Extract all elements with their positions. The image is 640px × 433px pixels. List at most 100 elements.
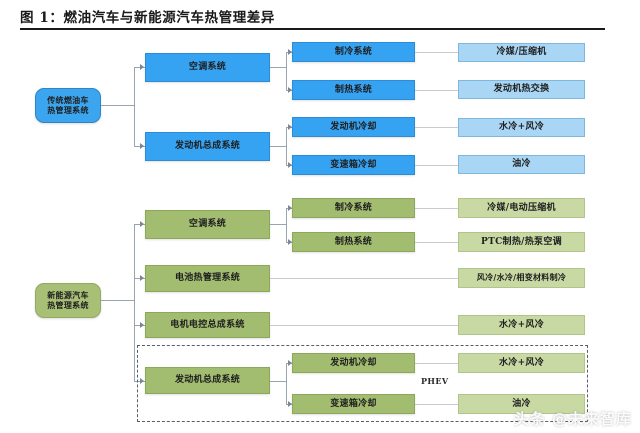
- nev-detail-engine-cooling-method[interactable]: 水冷+风冷: [458, 353, 585, 373]
- nev-root-label-line2: 热管理系统: [47, 299, 89, 310]
- nev-subsystem-gearbox-cooling[interactable]: 变速箱冷却: [292, 394, 415, 414]
- nev-detail-label: 冷媒/电动压缩机: [487, 202, 556, 213]
- connector-nev-detail1: [415, 208, 458, 209]
- connector-ice-detail1: [415, 52, 458, 53]
- ice-system-air-conditioning[interactable]: 空调系统: [145, 53, 270, 82]
- ice-subsystem-label: 发动机冷却: [330, 121, 377, 132]
- phev-group-label: PHEV: [421, 376, 449, 386]
- ice-detail-oil-cooling[interactable]: 油冷: [458, 155, 585, 174]
- arrow-nev-sys3: [140, 322, 144, 328]
- ice-detail-label: 发动机热交换: [493, 84, 550, 95]
- connector-nev-ac-split: [286, 208, 287, 242]
- nev-subsystem-engine-cooling[interactable]: 发动机冷却: [292, 353, 415, 373]
- ice-detail-label: 水冷+风冷: [498, 122, 545, 133]
- ice-subsystem-label: 变速箱冷却: [330, 159, 377, 170]
- ice-detail-engine-heat-exchange[interactable]: 发动机热交换: [458, 80, 585, 99]
- figure-title-block: 图 1：燃油汽车与新能源汽车热管理差异: [20, 6, 605, 30]
- nev-system-label: 发动机总成系统: [174, 375, 241, 386]
- ice-root-node[interactable]: 传统燃油车 热管理系统: [35, 88, 101, 123]
- connector-ice-detail2: [415, 90, 458, 91]
- ice-subsystem-label: 制冷系统: [334, 46, 373, 57]
- nev-detail-label: PTC制热/热泵空调: [481, 236, 562, 247]
- connector-ice-ac-split: [286, 52, 287, 90]
- arrow-nev-sub2: [288, 239, 292, 245]
- arrow-ice-sub3: [288, 124, 292, 130]
- connector-nev-eng-out: [270, 381, 286, 382]
- nev-detail-gearbox-cooling-method[interactable]: 油冷: [458, 394, 585, 414]
- arrow-nev-sys4: [140, 378, 144, 384]
- connector-ice-ac-out: [270, 67, 286, 68]
- nev-subsystem-label: 制冷系统: [334, 202, 373, 213]
- arrow-ice-sys1: [140, 64, 144, 70]
- nev-subsystem-heating[interactable]: 制热系统: [292, 232, 415, 252]
- nev-subsystem-cooling[interactable]: 制冷系统: [292, 198, 415, 218]
- connector-nev-sys4: [134, 381, 145, 382]
- connector-nev-sys1: [134, 224, 145, 225]
- nev-detail-battery-cooling-methods[interactable]: 风冷/水冷/相变材料制冷: [458, 268, 585, 288]
- connector-nev-sys2: [134, 278, 145, 279]
- ice-detail-refrigerant-compressor[interactable]: 冷媒/压缩机: [458, 43, 585, 62]
- title-divider: [20, 28, 605, 30]
- connector-ice-trunk: [134, 67, 135, 146]
- connector-nev-motor-detail: [270, 325, 458, 326]
- connector-nev-battery-detail: [270, 278, 458, 279]
- ice-root-label-line2: 热管理系统: [47, 104, 89, 115]
- ice-subsystem-engine-cooling[interactable]: 发动机冷却: [292, 117, 415, 137]
- ice-detail-label: 油冷: [512, 159, 531, 170]
- nev-subsystem-label: 制热系统: [334, 236, 373, 247]
- connector-ice-sys1: [134, 67, 145, 68]
- arrow-nev-sub1: [288, 205, 292, 211]
- nev-system-label: 电机电控总成系统: [170, 319, 245, 330]
- nev-system-engine-assembly[interactable]: 发动机总成系统: [145, 367, 270, 394]
- nev-subsystem-label: 变速箱冷却: [330, 398, 377, 409]
- connector-ice-detail4: [415, 165, 458, 166]
- ice-subsystem-heating[interactable]: 制热系统: [292, 80, 415, 100]
- nev-detail-motor-cooling[interactable]: 水冷+风冷: [458, 315, 585, 335]
- nev-system-motor-control-assembly[interactable]: 电机电控总成系统: [145, 312, 270, 338]
- nev-detail-label: 风冷/水冷/相变材料制冷: [476, 272, 567, 283]
- connector-nev-eng-split: [286, 363, 287, 404]
- ice-subsystem-cooling[interactable]: 制冷系统: [292, 42, 415, 62]
- arrow-nev-sys2: [140, 275, 144, 281]
- ice-subsystem-label: 制热系统: [334, 84, 373, 95]
- ice-detail-water-air-cooling[interactable]: 水冷+风冷: [458, 118, 585, 137]
- nev-root-node[interactable]: 新能源汽车 热管理系统: [35, 283, 101, 318]
- connector-nev-detail6: [415, 404, 458, 405]
- connector-ice-eng-out: [270, 146, 286, 147]
- ice-system-engine-assembly[interactable]: 发动机总成系统: [145, 132, 270, 161]
- connector-ice-root-out: [101, 105, 134, 106]
- connector-nev-ac-out: [270, 224, 286, 225]
- ice-detail-label: 冷媒/压缩机: [496, 47, 547, 58]
- page-title: 图 1：燃油汽车与新能源汽车热管理差异: [20, 10, 275, 26]
- nev-detail-refrigerant-electric-compressor[interactable]: 冷媒/电动压缩机: [458, 198, 585, 218]
- connector-nev-detail5: [415, 363, 458, 364]
- arrow-ice-sub4: [288, 162, 292, 168]
- nev-system-battery-thermal[interactable]: 电池热管理系统: [145, 265, 270, 292]
- arrow-nev-sub3: [288, 360, 292, 366]
- connector-nev-trunk: [134, 224, 135, 381]
- ice-root-label-line1: 传统燃油车: [47, 95, 89, 106]
- phev-group-box: [137, 345, 588, 422]
- ice-system-label: 空调系统: [188, 62, 227, 73]
- connector-nev-sys3: [134, 325, 145, 326]
- nev-subsystem-label: 发动机冷却: [330, 357, 377, 368]
- connector-ice-sys2: [134, 146, 145, 147]
- arrow-ice-sub1: [288, 49, 292, 55]
- arrow-nev-sys1: [140, 221, 144, 227]
- connector-ice-eng-split: [286, 127, 287, 165]
- nev-root-label-line1: 新能源汽车: [47, 290, 89, 301]
- arrow-nev-sub4: [288, 401, 292, 407]
- ice-subsystem-gearbox-cooling[interactable]: 变速箱冷却: [292, 155, 415, 175]
- nev-detail-label: 水冷+风冷: [498, 319, 545, 330]
- nev-detail-label: 油冷: [512, 398, 531, 409]
- nev-detail-ptc-heatpump[interactable]: PTC制热/热泵空调: [458, 232, 585, 252]
- arrow-ice-sub2: [288, 87, 292, 93]
- connector-nev-root-out: [101, 300, 134, 301]
- nev-system-air-conditioning[interactable]: 空调系统: [145, 210, 270, 239]
- nev-detail-label: 水冷+风冷: [498, 357, 545, 368]
- arrow-ice-sys2: [140, 143, 144, 149]
- ice-system-label: 发动机总成系统: [174, 141, 241, 152]
- connector-ice-detail3: [415, 127, 458, 128]
- nev-system-label: 电池热管理系统: [174, 273, 241, 284]
